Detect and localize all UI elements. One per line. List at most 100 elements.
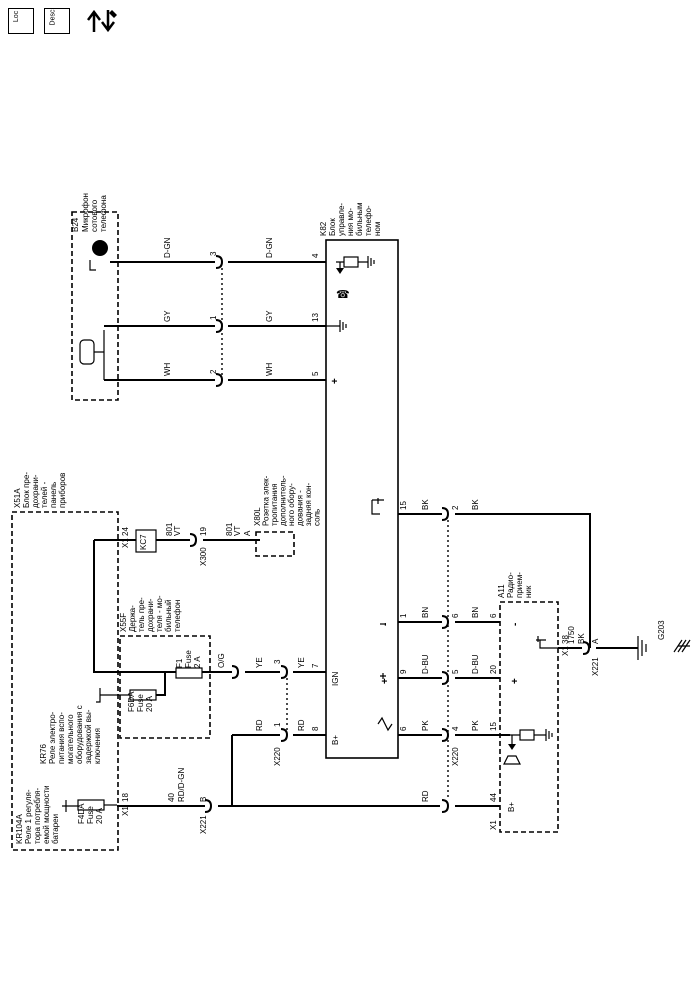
wire-bk-2: BK [471, 499, 480, 510]
pin-a11-44: 44 [489, 793, 498, 802]
kr76-label-line: ключения [93, 728, 102, 764]
plus-k82-9: + [380, 678, 391, 684]
pin-a11-6: 6 [489, 613, 498, 618]
conn-x220-2: X220 [451, 747, 460, 766]
wire-rd-2: RD [297, 719, 306, 731]
plus-a11-20: + [510, 678, 521, 684]
conn-bplus-2: B+ [507, 802, 516, 812]
wire-rddgn: RD/D-GN [177, 768, 186, 802]
inline-connector-cup [441, 671, 450, 685]
x51a-label-line: X51A [13, 488, 22, 508]
pin-b24-1: 1 [209, 315, 218, 320]
inline-connector-cup [215, 373, 224, 387]
x55f-label-line: теля - мо- [155, 595, 164, 632]
pin-x221-b: B [199, 797, 208, 802]
wire-bn-1: BN [421, 607, 430, 618]
pin-a11-20: 20 [489, 665, 498, 674]
wire-pk-2: PK [471, 720, 480, 731]
wire-gy-2: GY [265, 310, 274, 322]
inline-connector-cup [231, 665, 240, 679]
wire-801-2: 801 [225, 522, 234, 536]
fuse-f6da-label-line: F6DA [127, 691, 136, 712]
x55f-label-line: телефон [173, 600, 182, 632]
x80l-label-line: дополнитель- [279, 475, 288, 526]
pin-k82-6: 6 [399, 726, 408, 731]
fuse-f4da-label-line: 20 A [95, 807, 104, 824]
wire-wh-1: WH [163, 362, 172, 376]
x80l-module-box [255, 531, 295, 557]
x80l-label-line: ного обору- [287, 483, 296, 526]
pin-x51a-18: 18 [121, 793, 130, 802]
pin-x220-5: 5 [451, 669, 460, 674]
fuse-f6da-label-line: Fuse [136, 694, 145, 712]
kr76-label-line: питания вспо- [57, 712, 66, 764]
conn-x1-3: X1 [561, 646, 570, 656]
conn-x221-2: X221 [591, 657, 600, 676]
pin-k82-9: 9 [399, 669, 408, 674]
inline-connector-cup [441, 615, 450, 629]
x51a-label-line: Блок пре- [22, 472, 31, 508]
fuse-f6da-label-line: 20 A [145, 695, 154, 712]
speaker-icon [503, 755, 521, 765]
conn-x220-1: X220 [273, 747, 282, 766]
wire-vt-2: VT [233, 526, 242, 536]
wire-1750: 1750 [567, 626, 576, 644]
inline-connector-cup [582, 641, 591, 655]
conn-x1-4: X1 [489, 820, 498, 830]
x51a-label-line: телей - [40, 481, 49, 508]
kr104a-label-line: KR104A [15, 814, 24, 844]
a11-label-line: A11 [497, 584, 506, 598]
inline-connector-cup [280, 665, 289, 679]
pin-k82-5: 5 [311, 371, 320, 376]
pin-k82-1: 1 [399, 613, 408, 618]
phone-network-icon: ☎ [336, 289, 350, 301]
microphone-icon [79, 339, 95, 365]
k82-label-line: управле- [337, 203, 346, 236]
plus-k82-5: + [330, 378, 341, 384]
x55f-module-box [119, 635, 211, 739]
fuse-f1-label-line: 2 A [193, 656, 202, 668]
fuse-f1 [175, 667, 203, 679]
kr76-label-line: задержкой вы- [84, 709, 93, 764]
inline-connector-cup [441, 728, 450, 742]
x80l-label-line: тропитания [270, 483, 279, 526]
a11-label-line: Радио- [506, 572, 515, 598]
wire-pk-1: PK [421, 720, 430, 731]
phone-icon [92, 240, 108, 256]
arrows-tool-icon[interactable] [84, 6, 120, 36]
inline-connector-cup [441, 799, 450, 813]
fuse-f4da-label-line: Fuse [86, 806, 95, 824]
wire-gy-1: GY [163, 310, 172, 322]
x55f-label-line: бильный [164, 599, 173, 632]
kr76-label-line: Реле электро- [48, 711, 57, 764]
x55f-label-line: X55F [119, 613, 128, 632]
wire-dbu-1: D-BU [421, 654, 430, 674]
conn-kc7: KC7 [139, 534, 148, 550]
wire-ye-2: YE [297, 657, 306, 668]
inline-connector-cup [215, 319, 224, 333]
pin-x220-4: 4 [451, 726, 460, 731]
location-view-icon[interactable]: Loc [8, 8, 34, 34]
wire-bk-1: BK [421, 499, 430, 510]
x80l-label-line: задняя кон- [304, 482, 313, 526]
pin-x220-3: 3 [273, 659, 282, 664]
kr104a-label-line: емой мощности [42, 785, 51, 844]
pin-x51a-24: 24 [121, 527, 130, 536]
k82-module-box [325, 239, 399, 759]
x51a-label-line: панель [49, 482, 58, 508]
pin-k82-8: 8 [311, 726, 320, 731]
pin-b24-3: 3 [209, 251, 218, 256]
pin-x220-2: 2 [451, 505, 460, 510]
pin-x300-19: 19 [199, 527, 208, 536]
wire-dgn-2: D-GN [265, 237, 274, 258]
x55f-label-line: дохрани- [146, 598, 155, 632]
pin-b24-2: 2 [209, 369, 218, 374]
inline-connector-cup [215, 255, 224, 269]
pin-x220-6: 6 [451, 613, 460, 618]
wire-rd-1: RD [255, 719, 264, 731]
description-view-icon[interactable]: Desc [44, 8, 70, 34]
wire-801-1: 801 [165, 522, 174, 536]
wire-dbu-2: D-BU [471, 654, 480, 674]
x51a-label-line: приборов [58, 473, 67, 508]
pin-a11-38: 38 [561, 635, 570, 644]
